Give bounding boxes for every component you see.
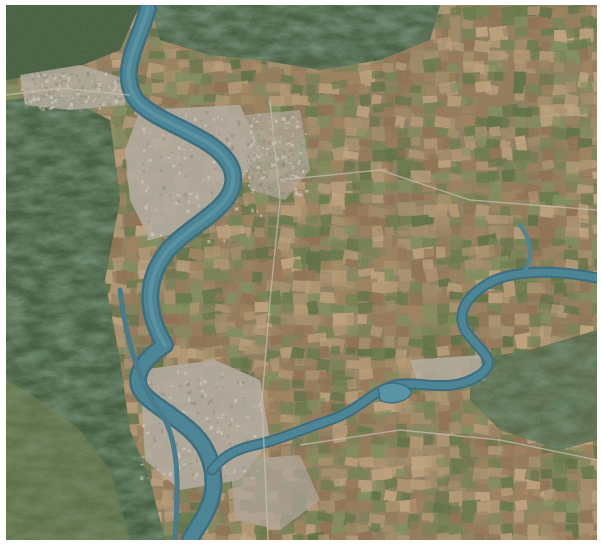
image-grain [6,5,597,540]
